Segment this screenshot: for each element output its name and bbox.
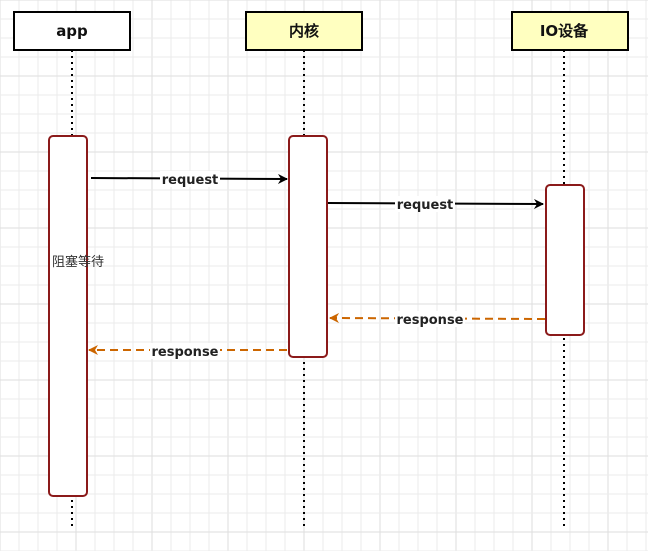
message-request-kernel-to-io[interactable]: request <box>327 196 544 213</box>
participant-io-label: IO设备 <box>540 22 589 40</box>
activation-app[interactable] <box>48 135 88 497</box>
participant-app[interactable]: app <box>13 11 131 51</box>
participant-kernel-label: 内核 <box>289 22 319 40</box>
activation-io[interactable] <box>545 184 585 336</box>
message-response-kernel-to-app[interactable]: response <box>88 343 287 360</box>
activation-kernel[interactable] <box>288 135 328 358</box>
message-label: request <box>397 198 454 213</box>
message-response-io-to-kernel[interactable]: response <box>329 311 546 328</box>
participant-io[interactable]: IO设备 <box>511 11 629 51</box>
participant-kernel[interactable]: 内核 <box>245 11 363 51</box>
message-request-app-to-kernel[interactable]: request <box>90 171 288 188</box>
participant-app-label: app <box>56 22 88 40</box>
message-label: response <box>151 345 218 360</box>
message-label: response <box>396 313 463 328</box>
note-blocking-wait: 阻塞等待 <box>52 254 104 270</box>
message-label: request <box>162 173 219 188</box>
